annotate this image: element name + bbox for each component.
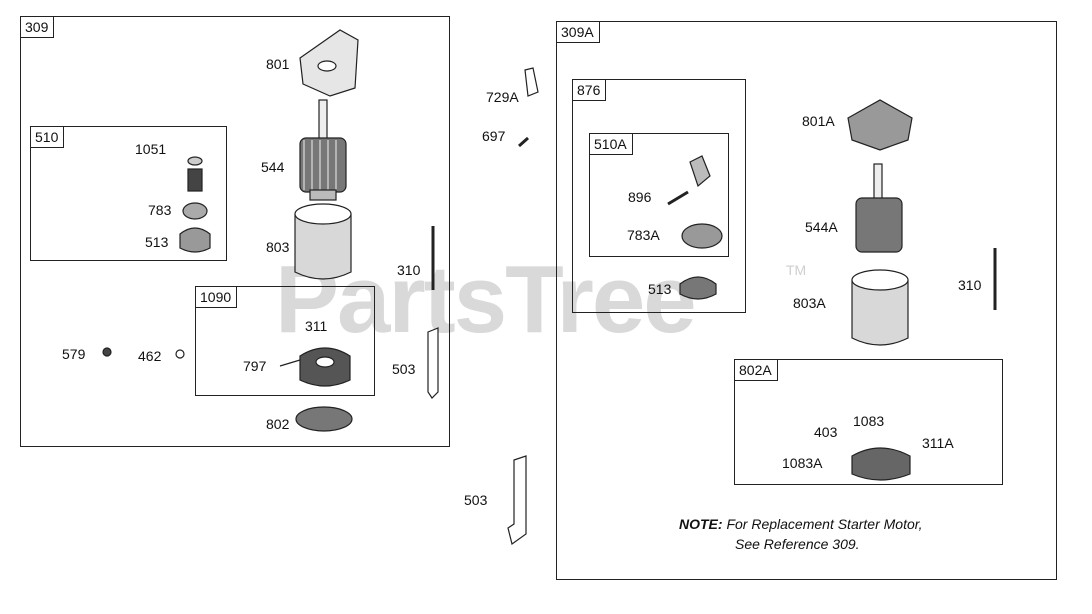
group-876-label: 876 <box>573 80 607 101</box>
part-1090-drawing <box>279 347 351 387</box>
part-803-drawing <box>294 203 352 280</box>
watermark-trademark: TM <box>786 262 807 278</box>
callout-544: 544 <box>261 159 285 175</box>
callout-544A: 544A <box>805 219 838 235</box>
group-802A-label: 802A <box>735 360 778 381</box>
callout-803: 803 <box>266 239 290 255</box>
group-309A-label: 309A <box>557 22 600 43</box>
callout-1083: 1083 <box>853 413 885 429</box>
callout-697: 697 <box>482 128 506 144</box>
callout-803A: 803A <box>793 295 826 311</box>
part-801-drawing <box>299 29 359 97</box>
group-510: 510 <box>30 126 227 261</box>
note-line1: For Replacement Starter Motor, <box>722 516 923 532</box>
part-544A-drawing <box>855 163 903 253</box>
group-510A: 510A <box>589 133 729 257</box>
group-1090-label: 1090 <box>196 287 238 308</box>
group-309A: 309A <box>556 21 1057 580</box>
callout-513: 513 <box>145 234 169 250</box>
callout-783: 783 <box>148 202 172 218</box>
group-510A-label: 510A <box>590 134 633 155</box>
callout-896: 896 <box>628 189 652 205</box>
group-876: 876 <box>572 79 746 313</box>
group-1090: 1090 <box>195 286 375 396</box>
callout-310: 310 <box>397 262 421 278</box>
part-544-drawing <box>299 99 347 201</box>
callout-801A: 801A <box>802 113 835 129</box>
callout-462: 462 <box>138 348 162 364</box>
callout-311: 311 <box>305 318 328 334</box>
callout-1051: 1051 <box>135 141 167 157</box>
callout-801: 801 <box>266 56 290 72</box>
callout-802: 802 <box>266 416 290 432</box>
group-309-label: 309 <box>21 17 55 38</box>
replacement-note: NOTE: For Replacement Starter Motor, See… <box>679 514 923 554</box>
callout-403: 403 <box>814 424 838 440</box>
callout-1083A: 1083A <box>782 455 823 471</box>
callout-513-right: 513 <box>648 281 672 297</box>
group-802A: 802A <box>734 359 1003 485</box>
part-510A-drawings <box>667 155 723 300</box>
callout-503-lower: 503 <box>464 492 488 508</box>
callout-729A: 729A <box>486 89 519 105</box>
callout-503: 503 <box>392 361 416 377</box>
group-309: 309 <box>20 16 450 447</box>
callout-783A: 783A <box>627 227 660 243</box>
group-510-label: 510 <box>31 127 65 148</box>
note-prefix: NOTE: <box>679 516 723 532</box>
callout-797: 797 <box>243 358 267 374</box>
callout-579: 579 <box>62 346 86 362</box>
note-line2: See Reference 309. <box>735 536 860 552</box>
part-510-drawings <box>179 156 211 253</box>
callout-311A: 311A <box>922 435 954 451</box>
callout-310-right: 310 <box>958 277 982 293</box>
